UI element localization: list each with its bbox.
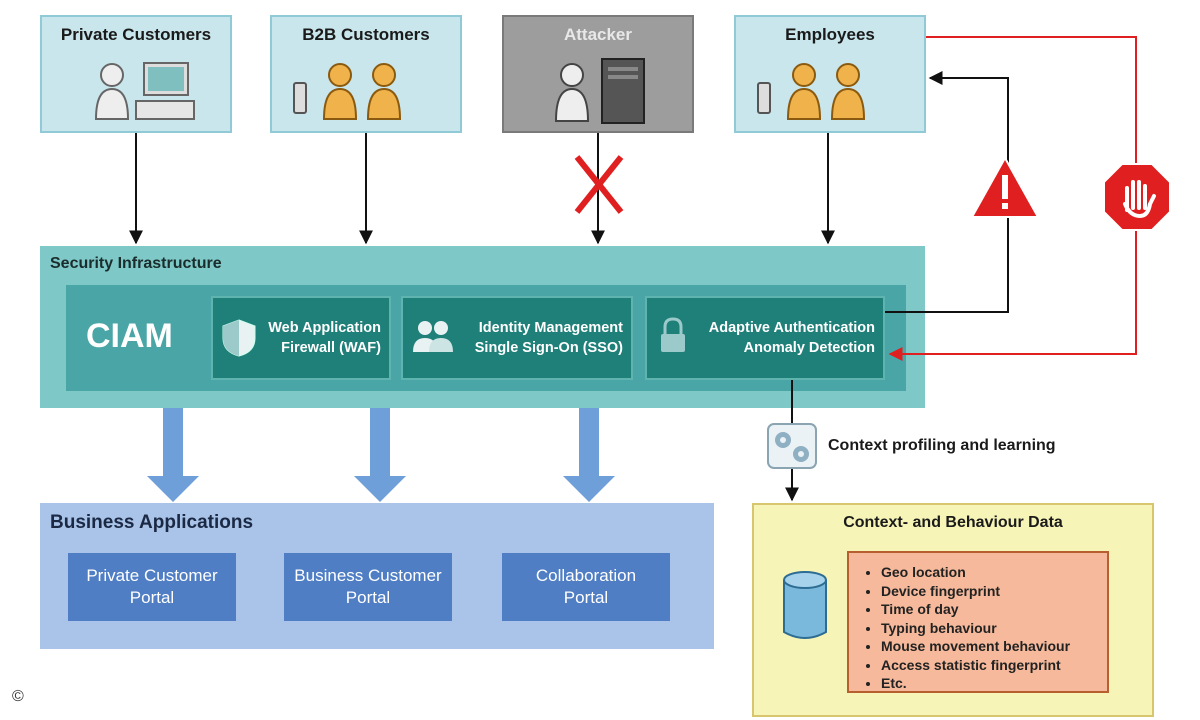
blocked-x-icon xyxy=(574,155,624,214)
actor-label: B2B Customers xyxy=(302,25,430,44)
portal-line1: Private Customer xyxy=(86,566,218,585)
person-at-computer-icon xyxy=(94,62,195,120)
waf-component: Web Application Firewall (WAF) xyxy=(211,296,391,380)
portal-line2: Portal xyxy=(345,588,391,607)
attacker-server-icon xyxy=(554,58,645,124)
portal-line1: Collaboration xyxy=(535,566,637,585)
context-item: Access statistic fingerprint xyxy=(881,656,1107,675)
employees-icon xyxy=(757,63,866,120)
flow-arrow-to-business xyxy=(147,408,615,502)
context-behaviour-data-title: Context- and Behaviour Data xyxy=(843,514,1063,531)
context-item: Device fingerprint xyxy=(881,582,1107,601)
portal-line1: Business Customer xyxy=(294,566,442,585)
context-item: Etc. xyxy=(881,674,1107,693)
adaptive-auth-label-line1: Adaptive Authentication xyxy=(708,320,875,336)
actor-label: Attacker xyxy=(563,25,633,44)
gears-icon xyxy=(767,423,817,469)
ciam-label: CIAM xyxy=(86,317,173,355)
business-applications-title: Business Applications xyxy=(50,512,254,533)
sso-label-line1: Identity Management xyxy=(478,320,623,336)
adaptive-auth-label-line2: Anomaly Detection xyxy=(743,340,875,356)
sso-component: Identity Management Single Sign-On (SSO) xyxy=(401,296,633,380)
context-item: Typing behaviour xyxy=(881,619,1107,638)
padlock-icon xyxy=(661,317,685,352)
shield-icon xyxy=(222,319,256,357)
sso-label-line2: Single Sign-On (SSO) xyxy=(474,340,623,356)
context-item: Time of day xyxy=(881,600,1107,619)
adaptive-auth-label: Adaptive Authentication Anomaly Detectio… xyxy=(709,318,875,358)
portal-line2: Portal xyxy=(563,588,609,607)
database-icon xyxy=(783,571,827,639)
actor-attacker: Attacker xyxy=(502,15,694,133)
sso-label: Identity Management Single Sign-On (SSO) xyxy=(475,318,623,358)
copyright-mark: © xyxy=(12,688,24,705)
identity-users-icon xyxy=(413,321,453,352)
actor-b2b-customers: B2B Customers xyxy=(270,15,462,133)
waf-label-line2: Firewall (WAF) xyxy=(281,340,381,356)
portal-line2: Portal xyxy=(129,588,175,607)
actor-label: Private Customers xyxy=(60,25,212,44)
context-data-list: Geo location Device fingerprint Time of … xyxy=(847,551,1109,693)
actor-private-customers: Private Customers xyxy=(40,15,232,133)
context-item: Mouse movement behaviour xyxy=(881,637,1107,656)
warning-triangle-icon xyxy=(971,157,1039,218)
b2b-users-icon xyxy=(293,63,402,120)
waf-label-line1: Web Application xyxy=(268,320,381,336)
security-infrastructure-title: Security Infrastructure xyxy=(50,255,222,272)
context-item: Geo location xyxy=(881,563,1107,582)
context-profiling-label: Context profiling and learning xyxy=(828,437,1056,454)
actor-label: Employees xyxy=(785,25,875,44)
waf-label: Web Application Firewall (WAF) xyxy=(268,318,381,358)
adaptive-auth-component: Adaptive Authentication Anomaly Detectio… xyxy=(645,296,885,380)
stop-hand-icon xyxy=(1103,163,1171,231)
actor-employees: Employees xyxy=(734,15,926,133)
